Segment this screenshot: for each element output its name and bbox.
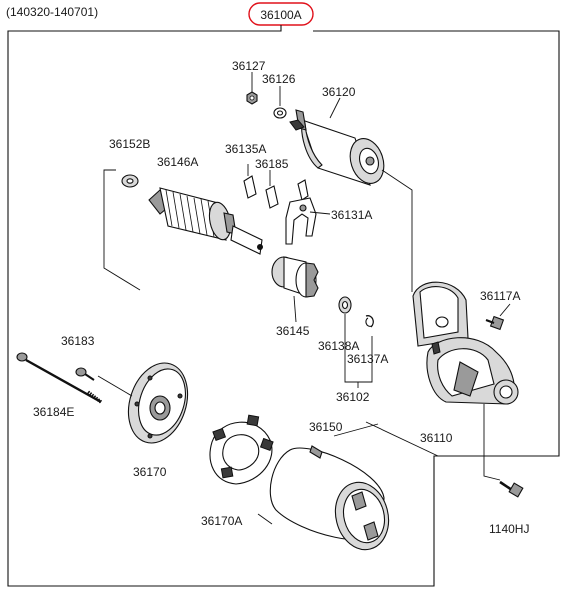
label-36126[interactable]: 36126 bbox=[262, 72, 296, 86]
label-36110[interactable]: 36110 bbox=[420, 431, 453, 445]
bolt-1140HJ-part[interactable] bbox=[499, 480, 524, 498]
label-36137A[interactable]: 36137A bbox=[347, 352, 388, 366]
label-36127[interactable]: 36127 bbox=[232, 59, 266, 73]
through-bolt-36184E-part[interactable] bbox=[16, 352, 103, 404]
label-36170A[interactable]: 36170A bbox=[201, 514, 242, 528]
washer-36126-part[interactable] bbox=[273, 107, 287, 119]
assembly-frame bbox=[7, 25, 560, 587]
label-1140HJ[interactable]: 1140HJ bbox=[489, 522, 529, 536]
label-36120[interactable]: 36120 bbox=[322, 85, 356, 99]
brush-36135A-part[interactable] bbox=[243, 175, 257, 199]
label-36145[interactable]: 36145 bbox=[276, 324, 310, 338]
label-36146A[interactable]: 36146A bbox=[157, 155, 198, 169]
label-36150[interactable]: 36150 bbox=[309, 420, 343, 434]
label-36135A[interactable]: 36135A bbox=[225, 142, 266, 156]
label-36184E[interactable]: 36184E bbox=[33, 405, 74, 419]
leader-lines bbox=[97, 72, 511, 525]
screw-36183-part[interactable] bbox=[75, 367, 95, 381]
washer-36152B-part[interactable] bbox=[121, 174, 139, 188]
rear-bracket-36170-part[interactable] bbox=[119, 355, 198, 450]
snap-ring-36137A-part[interactable] bbox=[365, 315, 374, 328]
shift-lever-36131A-part[interactable] bbox=[285, 179, 317, 245]
label-36152B[interactable]: 36152B bbox=[109, 137, 150, 151]
pinion-clutch-36145-part[interactable] bbox=[271, 256, 319, 298]
stop-ring-36138A-part[interactable] bbox=[338, 296, 352, 314]
assembly-code-label[interactable]: 36100A bbox=[260, 8, 301, 22]
label-36131A[interactable]: 36131A bbox=[331, 208, 372, 222]
label-36102[interactable]: 36102 bbox=[336, 390, 370, 404]
label-36117A[interactable]: 36117A bbox=[480, 289, 520, 303]
solenoid-36120-part[interactable] bbox=[289, 109, 389, 188]
part-labels: 36127 36126 36120 36152B 36146A 36135A 3… bbox=[33, 59, 529, 536]
brush-holder-36170A-part[interactable] bbox=[209, 414, 274, 485]
nut-36127-part[interactable] bbox=[246, 91, 258, 105]
front-housing-36110-part[interactable] bbox=[412, 281, 519, 405]
label-36138A[interactable]: 36138A bbox=[318, 339, 359, 353]
brush-36185-part[interactable] bbox=[265, 185, 279, 209]
bolt-36117A-part[interactable] bbox=[485, 315, 505, 331]
armature-36146A-part[interactable] bbox=[148, 187, 263, 255]
label-36185[interactable]: 36185 bbox=[255, 157, 289, 171]
label-36183[interactable]: 36183 bbox=[61, 334, 95, 348]
date-range-label: (140320-140701) bbox=[6, 5, 98, 19]
label-36170[interactable]: 36170 bbox=[133, 465, 167, 479]
yoke-36150-part[interactable] bbox=[269, 445, 395, 555]
